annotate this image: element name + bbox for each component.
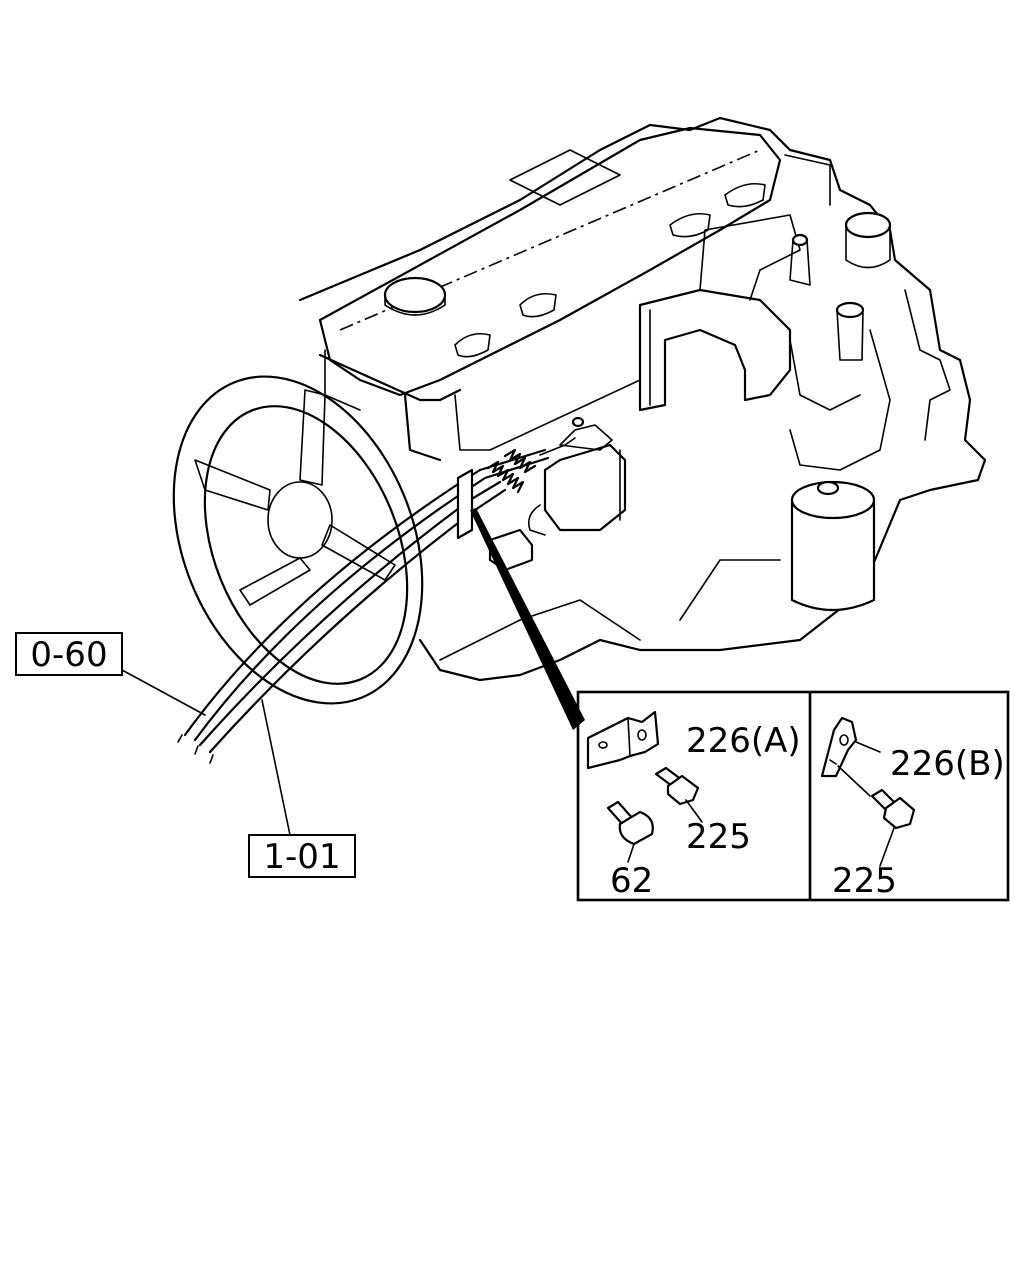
engine-block-outline [298, 116, 987, 682]
pin-62-icon [606, 800, 654, 863]
callout-1-01: 1-01 [248, 699, 356, 878]
bolt-225-icon [837, 765, 916, 867]
bracket-226b-icon [820, 716, 858, 778]
detail-panel: 226(A) 225 62 226(B) [576, 690, 1010, 902]
cable-lower [198, 480, 502, 747]
injector-4 [724, 182, 766, 208]
callout-1-01-label: 1-01 [263, 837, 340, 877]
injector-1 [454, 332, 491, 358]
fan-blade [194, 459, 271, 511]
water-outlet [844, 211, 892, 239]
cable-spring-sheath [486, 460, 525, 494]
callout-0-60: 0-60 [15, 632, 206, 716]
bolt-225-icon [654, 766, 703, 823]
fan-shroud-outer [172, 375, 424, 705]
injection-pump [543, 443, 627, 532]
fan-blade [299, 389, 326, 486]
bolt-225-label-a: 225 [686, 817, 751, 857]
bolt-225-label-b: 225 [832, 861, 897, 901]
fan-blade [321, 524, 396, 581]
rocker-cover [318, 126, 782, 397]
cable-bracket [456, 468, 474, 540]
fan-blade [239, 557, 311, 606]
pin-62-label: 62 [610, 861, 653, 901]
fan-shroud-inner [203, 405, 409, 685]
callout-0-60-label: 0-60 [30, 635, 107, 675]
oil-filler-cap [383, 276, 447, 314]
bracket-226a-icon [586, 710, 660, 770]
injector-2 [519, 292, 557, 318]
fan-hub [267, 481, 333, 559]
bracket-226b-label: 226(B) [890, 744, 1005, 784]
detail-b: 226(B) 225 [820, 716, 1005, 901]
bracket-226a-label: 226(A) [686, 721, 801, 761]
engine-illustration [298, 116, 987, 682]
intake-elbow [638, 288, 792, 412]
detail-leader [470, 508, 585, 730]
control-cables [177, 437, 585, 764]
fan-assembly [172, 375, 424, 705]
governor-lever [559, 424, 613, 451]
detail-a: 226(A) 225 62 [586, 710, 801, 901]
cable-upper [183, 448, 547, 737]
